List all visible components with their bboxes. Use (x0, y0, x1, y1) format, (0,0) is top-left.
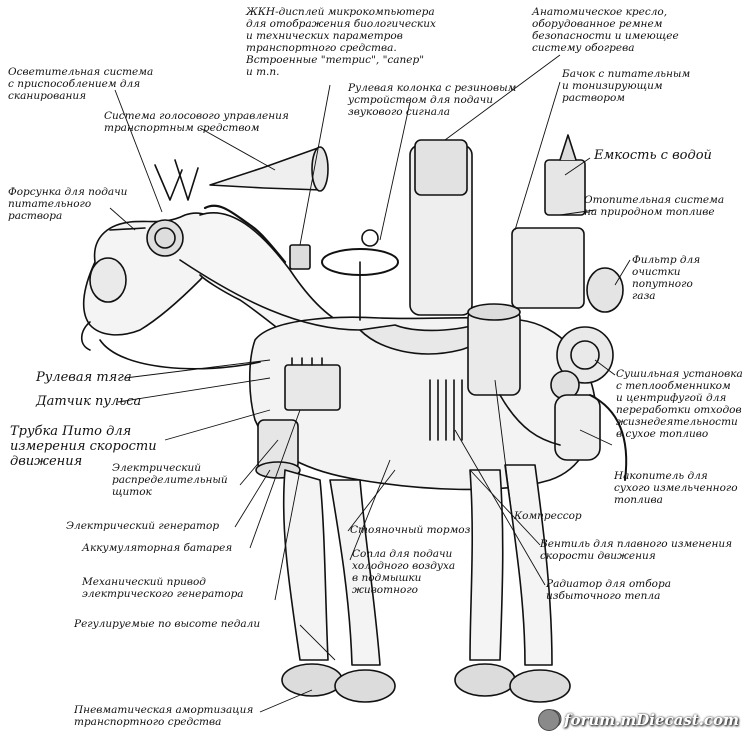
label-steering-column: Рулевая колонка с резиновым устройством … (348, 82, 517, 118)
label-water-tank: Емкость с водой (594, 148, 712, 163)
horse-head (80, 159, 220, 351)
label-seat: Анатомическое кресло, оборудованное ремн… (532, 6, 679, 54)
label-pedals: Регулируемые по высоте педали (74, 618, 261, 630)
compressor-unit (467, 309, 521, 396)
dryer-unit (556, 326, 614, 384)
voice-horn (209, 147, 323, 191)
pneumatic-hooves (281, 663, 571, 703)
label-lighting-system: Осветительная система с приспособлением … (8, 66, 154, 102)
label-pitot-tube: Трубка Пито для измерения скорости движе… (10, 424, 157, 469)
watermark: forum.mDiecast.com (538, 705, 752, 735)
horse-legs (282, 464, 553, 666)
stove (544, 159, 586, 216)
battery-box (284, 364, 341, 411)
label-dryer: Сушильная установка с теплообменником и … (616, 368, 743, 440)
label-storage: Накопитель для сухого измельченного топл… (614, 470, 738, 506)
storage-bag (554, 394, 601, 461)
label-injector: Форсунка для подачи питательного раствор… (8, 186, 128, 222)
label-parking-brake: Стояночный тормоз (350, 524, 471, 536)
label-valve: Вентиль для плавного изменения скорости … (540, 538, 733, 562)
label-distribution-panel: Электрический распределительный щиток (112, 462, 228, 498)
label-nozzles: Сопла для подачи холодного воздуха в под… (352, 548, 456, 596)
label-heating: Отопительная система на природном топлив… (584, 194, 725, 218)
lcd-display (289, 244, 311, 270)
label-generator: Электрический генератор (66, 520, 220, 532)
water-tank (511, 227, 585, 309)
label-suspension: Пневматическая амортизация транспортного… (74, 704, 254, 728)
watermark-text: forum.mDiecast.com (564, 711, 739, 729)
radiator-fins (429, 379, 463, 441)
label-voice-control: Система голосового управления транспортн… (104, 110, 289, 134)
leader-lines (109, 54, 631, 713)
filter (586, 267, 624, 313)
label-compressor: Компрессор (514, 510, 582, 522)
label-steering-rod: Рулевая тяга (36, 370, 132, 385)
label-lcd-computer: ЖКН-дисплей микрокомпьютера для отображе… (246, 6, 436, 78)
label-filter: Фильтр для очистки попутного газа (632, 254, 701, 302)
watermark-logo-icon (538, 709, 560, 731)
label-battery: Аккумуляторная батарея (82, 542, 233, 554)
label-pulse-sensor: Датчик пульса (36, 394, 142, 409)
label-mechanical-drive: Механический привод электрического генер… (82, 576, 244, 600)
label-nutrient-tank: Бачок с питательным и тонизирующим раств… (562, 68, 691, 104)
horse-tail (589, 394, 628, 481)
label-radiator: Радиатор для отбора избыточного тепла (546, 578, 671, 602)
